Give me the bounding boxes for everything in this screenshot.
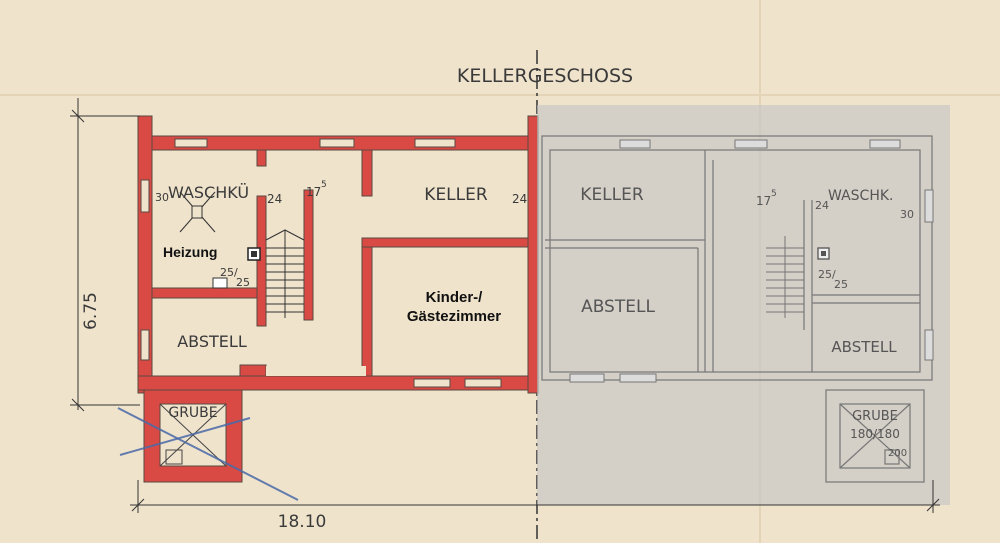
- note-wall-30: 30: [155, 191, 169, 204]
- grey-overlay: [537, 105, 950, 505]
- window: [140, 179, 150, 213]
- note-grube-dim2: 200: [888, 448, 907, 459]
- wall: [239, 364, 267, 377]
- pencil-strike: [119, 417, 251, 456]
- note-wall-24: 24: [267, 192, 282, 206]
- window: [174, 138, 208, 148]
- dimension-width: 18.10: [278, 512, 327, 532]
- window: [734, 139, 768, 149]
- room-label-abstell-small: ABSTELL: [831, 338, 897, 356]
- chimney-flue: [821, 251, 826, 256]
- grube-step: [165, 449, 183, 465]
- window: [414, 138, 456, 148]
- stairs-left: [265, 229, 305, 318]
- room-label-grube-right: GRUBE: [852, 409, 898, 424]
- pencil-strike: [117, 407, 299, 501]
- window: [869, 139, 901, 149]
- note-wall-24-right: 24: [815, 199, 829, 212]
- wall: [256, 149, 267, 167]
- room-label-heizung: Heizung: [163, 244, 217, 260]
- window: [569, 373, 605, 383]
- plan-title: KELLERGESCHOSS: [457, 65, 633, 87]
- stairs-right: [766, 236, 804, 318]
- window: [619, 373, 657, 383]
- note-wall-30-right: 30: [900, 208, 914, 221]
- note-stair-17-right: 17: [756, 194, 771, 208]
- room-label-abstell: ABSTELL: [177, 332, 247, 351]
- chimney-flue: [251, 251, 257, 257]
- wall: [151, 287, 267, 299]
- room-label-waschkueche: WASCHKÜ: [168, 183, 249, 202]
- note-grube-dim: 180/180: [850, 427, 900, 441]
- room-label-kinder-1: Kinder-/: [426, 289, 484, 306]
- note-stair-17: 17: [306, 185, 321, 199]
- room-label-keller: KELLER: [424, 185, 488, 205]
- note-chimney-right-2: 25: [834, 278, 848, 291]
- note-stair-5: 5: [321, 180, 327, 190]
- note-chimney: 25/: [220, 266, 238, 279]
- note-stair-5-right: 5: [771, 189, 777, 199]
- wall: [361, 149, 373, 197]
- window: [140, 329, 150, 361]
- window: [924, 189, 934, 223]
- right-unit: [541, 135, 933, 483]
- window: [319, 138, 355, 148]
- note-chimney-right: 25/: [818, 268, 836, 281]
- window: [464, 378, 502, 388]
- wall: [303, 189, 314, 321]
- window: [413, 378, 451, 388]
- dimension-lines: [70, 98, 940, 513]
- note-wall-24-b: 24: [512, 192, 527, 206]
- room-label-grube: GRUBE: [168, 405, 217, 421]
- wall: [256, 195, 267, 327]
- room-label-kinder-2: Gästezimmer: [407, 308, 501, 325]
- window: [619, 139, 651, 149]
- room-label-abstell-large: ABSTELL: [581, 297, 655, 317]
- room-label-keller-right: KELLER: [580, 185, 644, 205]
- room-label-waschk-right: WASCHK.: [828, 188, 893, 204]
- boiler-box: [212, 277, 228, 289]
- wall: [361, 237, 373, 377]
- dimension-height: 6.75: [81, 292, 101, 330]
- window: [924, 329, 934, 361]
- wall: [361, 237, 529, 248]
- note-chimney-2: 25: [236, 276, 250, 289]
- heating-symbol: [179, 191, 216, 233]
- wall: [527, 115, 539, 394]
- door-opening: [266, 366, 366, 376]
